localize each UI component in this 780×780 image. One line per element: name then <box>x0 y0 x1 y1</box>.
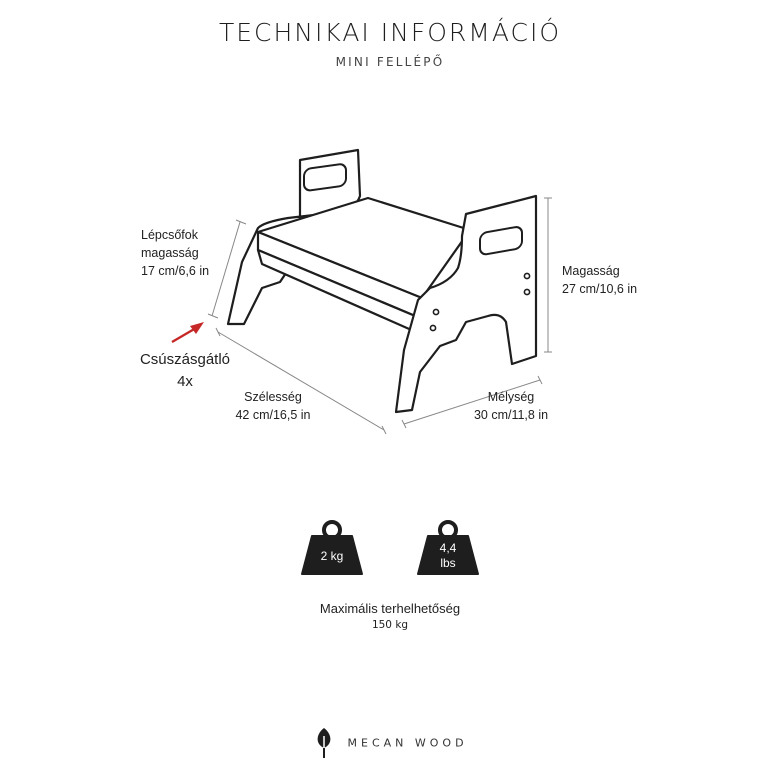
page-subtitle: MINI FELLÉPŐ <box>335 55 445 69</box>
bolt-hole <box>523 288 531 296</box>
brand-logo: MECAN WOOD <box>0 726 780 760</box>
bolt-hole <box>429 324 437 332</box>
depth-dimension-line <box>403 379 541 425</box>
width-label: Szélesség 42 cm/16,5 in <box>235 390 311 422</box>
weight-kg-text: 2 kg <box>321 549 344 563</box>
weight-lbs-value: 4,4 <box>440 541 457 555</box>
weight-lbs-unit: lbs <box>440 556 455 570</box>
step-height-dimension-line <box>211 221 241 317</box>
width-dimension-line <box>217 331 385 431</box>
depth-label: Mélység 30 cm/11,8 in <box>473 390 549 422</box>
bolt-hole <box>432 308 440 316</box>
weight-kg-icon: 2 kg <box>301 520 363 575</box>
front-handle-cutout <box>479 226 523 256</box>
anti-slip-arrow <box>171 322 204 344</box>
max-load-label: Maximális terhelhetőség <box>319 601 461 616</box>
bolt-hole <box>523 272 531 280</box>
max-load-value: 150 kg <box>371 619 409 631</box>
brand-name: MECAN WOOD <box>347 736 468 750</box>
back-handle-cutout <box>303 163 347 192</box>
anti-slip-label: Csúszásgátló 4x <box>139 351 231 390</box>
page-title: TECHNIKAI INFORMÁCIÓ <box>218 18 561 47</box>
step-height-label: Lépcsőfok magasság 17 cm/6,6 in <box>141 228 210 278</box>
height-label: Magasság 27 cm/10,6 in <box>562 264 638 296</box>
max-load: Maximális terhelhetőség 150 kg <box>0 600 780 632</box>
tree-icon <box>318 728 331 758</box>
weight-lbs-icon: 4,4 lbs <box>417 520 479 575</box>
